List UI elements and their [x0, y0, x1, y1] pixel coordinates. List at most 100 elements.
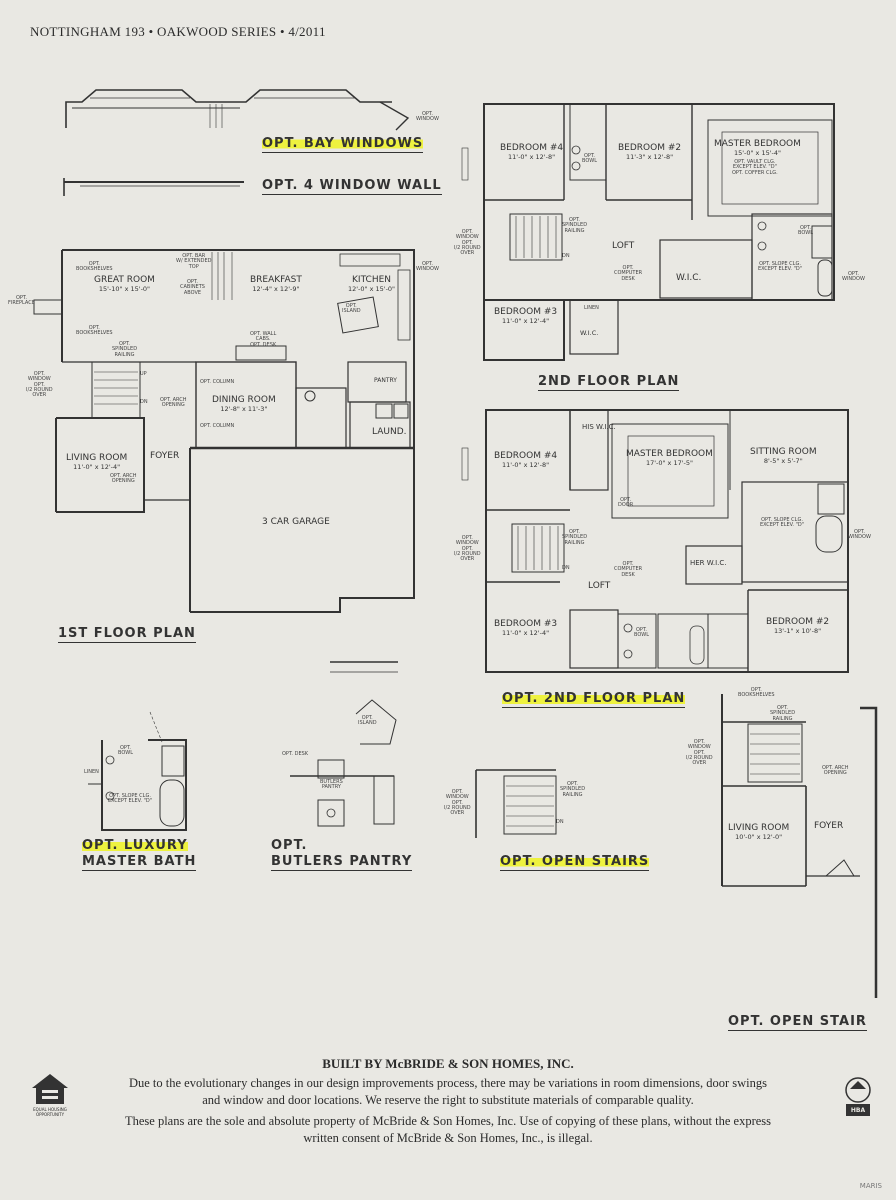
room-laundry: LAUND. [372, 427, 407, 437]
hba-text: HBA [850, 1107, 866, 1114]
open-stair-label: OPT. OPEN STAIR [728, 1014, 867, 1031]
first-floor-label: 1ST FLOOR PLAN [58, 626, 196, 643]
note-spindled-3: OPT. SPINDLED RAILING [562, 529, 588, 546]
property-line-1: These plans are the sole and absolute pr… [124, 1114, 772, 1128]
note-bookshelves-1: OPT. BOOKSHELVES [76, 261, 113, 273]
note-column-1: OPT. COLUMN [200, 379, 235, 385]
note-spindled-5: OPT. SPINDLED RAILING [770, 705, 796, 722]
note-linen: LINEN [584, 305, 599, 311]
equal-housing-text: EQUAL HOUSING OPPORTUNITY [33, 1107, 67, 1117]
note-window-round-5: OPT. WINDOW OPT. I/2 ROUND OVER [686, 739, 713, 766]
luxury-bath-drawing [88, 711, 187, 831]
equal-housing-icon [32, 1074, 68, 1104]
room-wic: W.I.C. [676, 273, 702, 283]
disclaimer-line-2: and window and door locations. We reserv… [202, 1093, 694, 1107]
note-dn-2: DN [562, 565, 570, 571]
note-bowl-1: OPT. BOWL [582, 153, 598, 165]
first-floor-drawing [33, 249, 415, 613]
note-spindled-1: OPT. SPINDLED RAILING [112, 341, 138, 358]
room-foyer: FOYER [150, 451, 180, 461]
open-stairs-label: OPT. OPEN STAIRS [500, 854, 650, 871]
bay-windows-drawing [65, 89, 410, 131]
note-door: OPT. DOOR [618, 497, 634, 509]
open-stair-drawing [721, 694, 878, 998]
note-computer-desk-1: OPT. COMPUTER DESK [614, 265, 643, 282]
note-window-2: OPT. WINDOW [416, 261, 439, 273]
luxury-bath-label-2: MASTER BATH [82, 854, 197, 871]
note-arch-1: OPT. ARCH OPENING [160, 397, 187, 409]
note-vault-ceiling: OPT. VAULT CLG. EXCEPT ELEV. "D" OPT. CO… [732, 159, 778, 176]
room-loft: LOFT [612, 241, 635, 251]
butlers-pantry-label-1: OPT. [271, 838, 308, 853]
note-slope-1: OPT. SLOPE CLG. EXCEPT ELEV. "D" [758, 261, 803, 273]
butlers-pantry-label-2: BUTLERS PANTRY [271, 854, 413, 871]
note-bookshelves-2: OPT. BOOKSHELVES [76, 325, 113, 337]
note-arch-3: OPT. ARCH OPENING [822, 765, 849, 777]
opt-second-floor-label: OPT. 2ND FLOOR PLAN [502, 691, 686, 708]
note-up: UP [140, 371, 147, 377]
opt-room-loft: LOFT [588, 581, 611, 591]
note-linen-bath: LINEN [84, 769, 99, 775]
watermark: MARIS [859, 1182, 882, 1190]
room-wic-2: W.I.C. [580, 329, 599, 337]
second-floor-label: 2ND FLOOR PLAN [538, 374, 680, 391]
note-window-round-4: OPT. WINDOW OPT. I/2 ROUND OVER [444, 789, 471, 816]
note-bowl-3: OPT. BOWL [634, 627, 650, 639]
note-butlers-pantry: BUTLERS PANTRY [320, 779, 343, 791]
note-window-4: OPT. WINDOW [848, 529, 871, 541]
bay-windows-label: OPT. BAY WINDOWS [262, 136, 424, 153]
luxury-bath-label-1: OPT. LUXURY [82, 838, 188, 853]
note-window-1: OPT. WINDOW [416, 111, 439, 123]
note-bookshelves-3: OPT. BOOKSHELVES [738, 687, 775, 699]
note-computer-desk-2: OPT. COMPUTER DESK [614, 561, 643, 578]
note-island: OPT. ISLAND [342, 303, 361, 315]
butlers-pantry-drawing [290, 661, 398, 827]
note-dn-3: DN [556, 819, 564, 825]
note-window-round-2: OPT. WINDOW OPT. I/2 ROUND OVER [454, 229, 481, 256]
page-title: NOTTINGHAM 193 • OAKWOOD SERIES • 4/2011 [30, 24, 326, 39]
note-opt-desk: OPT. DESK [282, 751, 309, 757]
note-vault-2: OPT. SLOPE CLG. EXCEPT ELEV. "D" [760, 517, 805, 529]
note-bowl-2: OPT. BOWL [798, 225, 814, 237]
hba-logo: HBA [842, 1076, 874, 1116]
open-stairs-drawing [475, 769, 557, 838]
room-garage: 3 CAR GARAGE [262, 517, 330, 527]
opt-room-her-wic: HER W.I.C. [690, 559, 727, 567]
note-column-2: OPT. COLUMN [200, 423, 235, 429]
footer: BUILT BY McBRIDE & SON HOMES, INC. Due t… [0, 1056, 896, 1147]
note-arch-2: OPT. ARCH OPENING [110, 473, 137, 485]
note-bar: OPT. BAR W/ EXTENDED TOP [176, 253, 212, 270]
four-window-wall-drawing [63, 178, 244, 196]
note-window-round-1: OPT. WINDOW OPT. I/2 ROUND OVER [26, 371, 53, 398]
builder-name: BUILT BY McBRIDE & SON HOMES, INC. [322, 1056, 574, 1071]
hba-icon [845, 1077, 871, 1116]
room-pantry: PANTRY [374, 377, 397, 384]
opt-second-floor-drawing [461, 409, 849, 673]
note-wall-cabs: OPT. WALL CABS. OPT. DESK [250, 331, 277, 348]
opt-room-his-wic: HIS W.I.C. [582, 423, 616, 431]
note-island-2: OPT. ISLAND [358, 715, 377, 727]
note-dn-1: DN [562, 253, 570, 259]
disclaimer-line-1: Due to the evolutionary changes in our d… [128, 1076, 768, 1090]
second-floor-drawing [461, 103, 835, 361]
note-dn-4: DN [140, 399, 148, 405]
note-window-3: OPT. WINDOW [842, 271, 865, 283]
property-line-2: written consent of McBride & Son Homes, … [303, 1131, 593, 1145]
note-cabinets: OPT. CABINETS ABOVE [180, 279, 205, 296]
note-slope-bath: OPT. SLOPE CLG. EXCEPT ELEV. "D" [108, 793, 153, 805]
